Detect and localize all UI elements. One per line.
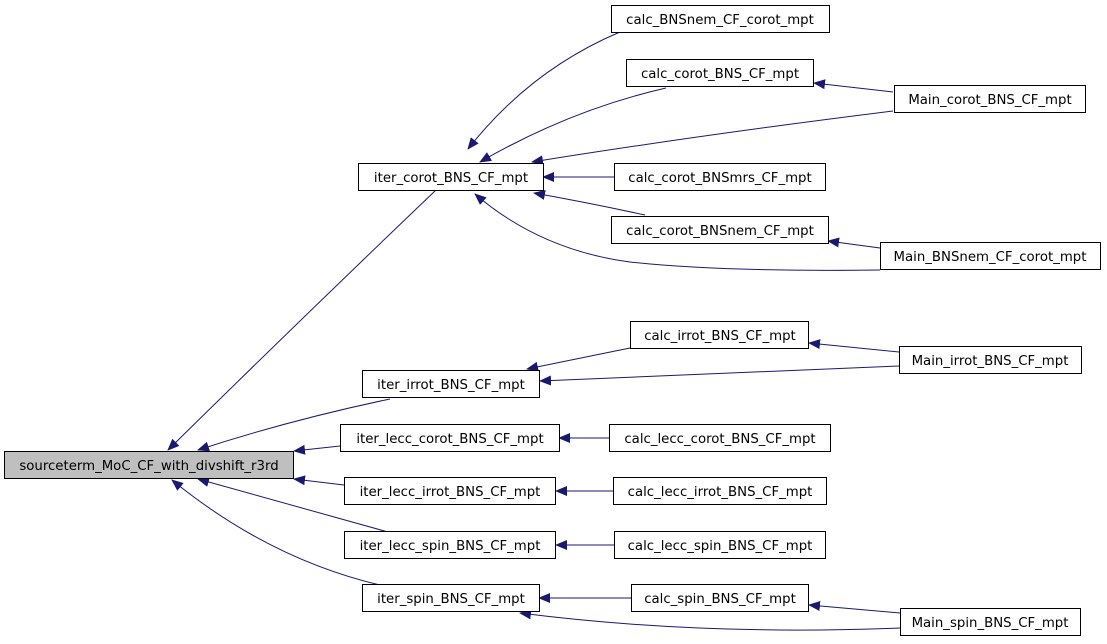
node-calc-irrot[interactable]: calc_irrot_BNS_CF_mpt — [630, 321, 809, 349]
node-iter-lecc-spin[interactable]: iter_lecc_spin_BNS_CF_mpt — [344, 531, 556, 559]
edge-main-corot-to-iter-corot — [531, 110, 894, 166]
node-label: iter_irrot_BNS_CF_mpt — [377, 378, 525, 393]
node-calc-lecc-irrot[interactable]: calc_lecc_irrot_BNS_CF_mpt — [613, 477, 827, 505]
edge-calc-irrot-to-iter-irrot — [526, 347, 631, 372]
node-label: calc_lecc_corot_BNS_CF_mpt — [624, 432, 815, 447]
edge-iter-lecc-irrot-to-sourceterm — [293, 475, 345, 486]
node-label: calc_spin_BNS_CF_mpt — [644, 592, 796, 607]
node-label: Main_BNSnem_CF_corot_mpt — [894, 250, 1087, 265]
node-label: sourceterm_MoC_CF_with_divshift_r3rd — [19, 459, 278, 474]
node-iter-corot[interactable]: iter_corot_BNS_CF_mpt — [358, 163, 544, 191]
node-main-spin[interactable]: Main_spin_BNS_CF_mpt — [900, 608, 1081, 636]
edge-main-bnsnem-corot-to-iter-corot — [474, 193, 881, 271]
edge-iter-corot-to-sourceterm — [167, 189, 437, 451]
node-label: iter_lecc_corot_BNS_CF_mpt — [356, 432, 543, 447]
node-label: calc_lecc_irrot_BNS_CF_mpt — [628, 485, 813, 500]
edge-iter-irrot-to-sourceterm — [197, 398, 391, 452]
edge-calc-bnsnem-corot-to-iter-corot — [467, 31, 621, 150]
node-calc-corot[interactable]: calc_corot_BNS_CF_mpt — [626, 59, 814, 87]
node-label: Main_irrot_BNS_CF_mpt — [912, 354, 1069, 369]
edge-iter-lecc-spin-to-sourceterm — [197, 477, 389, 533]
node-calc-lecc-spin[interactable]: calc_lecc_spin_BNS_CF_mpt — [614, 531, 826, 559]
node-main-irrot[interactable]: Main_irrot_BNS_CF_mpt — [899, 346, 1082, 374]
node-main-corot[interactable]: Main_corot_BNS_CF_mpt — [894, 85, 1086, 113]
node-sourceterm[interactable]: sourceterm_MoC_CF_with_divshift_r3rd — [4, 451, 294, 479]
edge-iter-spin-to-sourceterm — [171, 479, 385, 587]
edge-main-corot-to-calc-corot — [813, 79, 894, 93]
node-label: calc_BNSnem_CF_corot_mpt — [626, 13, 814, 28]
edge-main-irrot-to-iter-irrot — [539, 365, 900, 386]
node-iter-lecc-corot[interactable]: iter_lecc_corot_BNS_CF_mpt — [340, 424, 560, 452]
node-label: calc_corot_BNSnem_CF_mpt — [626, 224, 814, 239]
edges — [167, 31, 901, 631]
node-label: calc_corot_BNSmrs_CF_mpt — [628, 171, 811, 186]
node-iter-lecc-irrot[interactable]: iter_lecc_irrot_BNS_CF_mpt — [344, 477, 556, 505]
node-label: iter_lecc_spin_BNS_CF_mpt — [360, 539, 541, 554]
node-iter-spin[interactable]: iter_spin_BNS_CF_mpt — [362, 584, 540, 612]
node-label: iter_lecc_irrot_BNS_CF_mpt — [360, 485, 541, 500]
edge-calc-corot-to-iter-corot — [479, 87, 667, 163]
node-label: calc_irrot_BNS_CF_mpt — [644, 329, 796, 344]
node-calc-corot-bnsnem[interactable]: calc_corot_BNSnem_CF_mpt — [611, 216, 829, 244]
node-calc-lecc-corot[interactable]: calc_lecc_corot_BNS_CF_mpt — [609, 424, 831, 452]
node-iter-irrot[interactable]: iter_irrot_BNS_CF_mpt — [362, 370, 540, 398]
edge-main-irrot-to-calc-irrot — [808, 339, 900, 353]
node-label: Main_corot_BNS_CF_mpt — [908, 93, 1071, 108]
node-label: iter_corot_BNS_CF_mpt — [374, 171, 528, 186]
edge-main-spin-to-iter-spin — [519, 609, 901, 631]
edge-calc-corot-bnsnem-to-iter-corot — [533, 190, 646, 216]
node-label: Main_spin_BNS_CF_mpt — [912, 616, 1069, 631]
node-label: calc_corot_BNS_CF_mpt — [641, 67, 799, 82]
node-calc-corot-bnsmrs[interactable]: calc_corot_BNSmrs_CF_mpt — [614, 163, 826, 191]
edge-main-spin-to-calc-spin — [808, 600, 901, 614]
node-calc-bnsnem-corot[interactable]: calc_BNSnem_CF_corot_mpt — [611, 5, 830, 33]
node-label: calc_lecc_spin_BNS_CF_mpt — [628, 539, 813, 554]
node-label: iter_spin_BNS_CF_mpt — [377, 592, 525, 607]
node-calc-spin[interactable]: calc_spin_BNS_CF_mpt — [631, 584, 809, 612]
edge-main-bnsnem-corot-to-calc-corot-bnsnem — [827, 237, 881, 249]
edge-iter-lecc-corot-to-sourceterm — [293, 444, 341, 455]
node-main-bnsnem-corot[interactable]: Main_BNSnem_CF_corot_mpt — [880, 242, 1101, 270]
